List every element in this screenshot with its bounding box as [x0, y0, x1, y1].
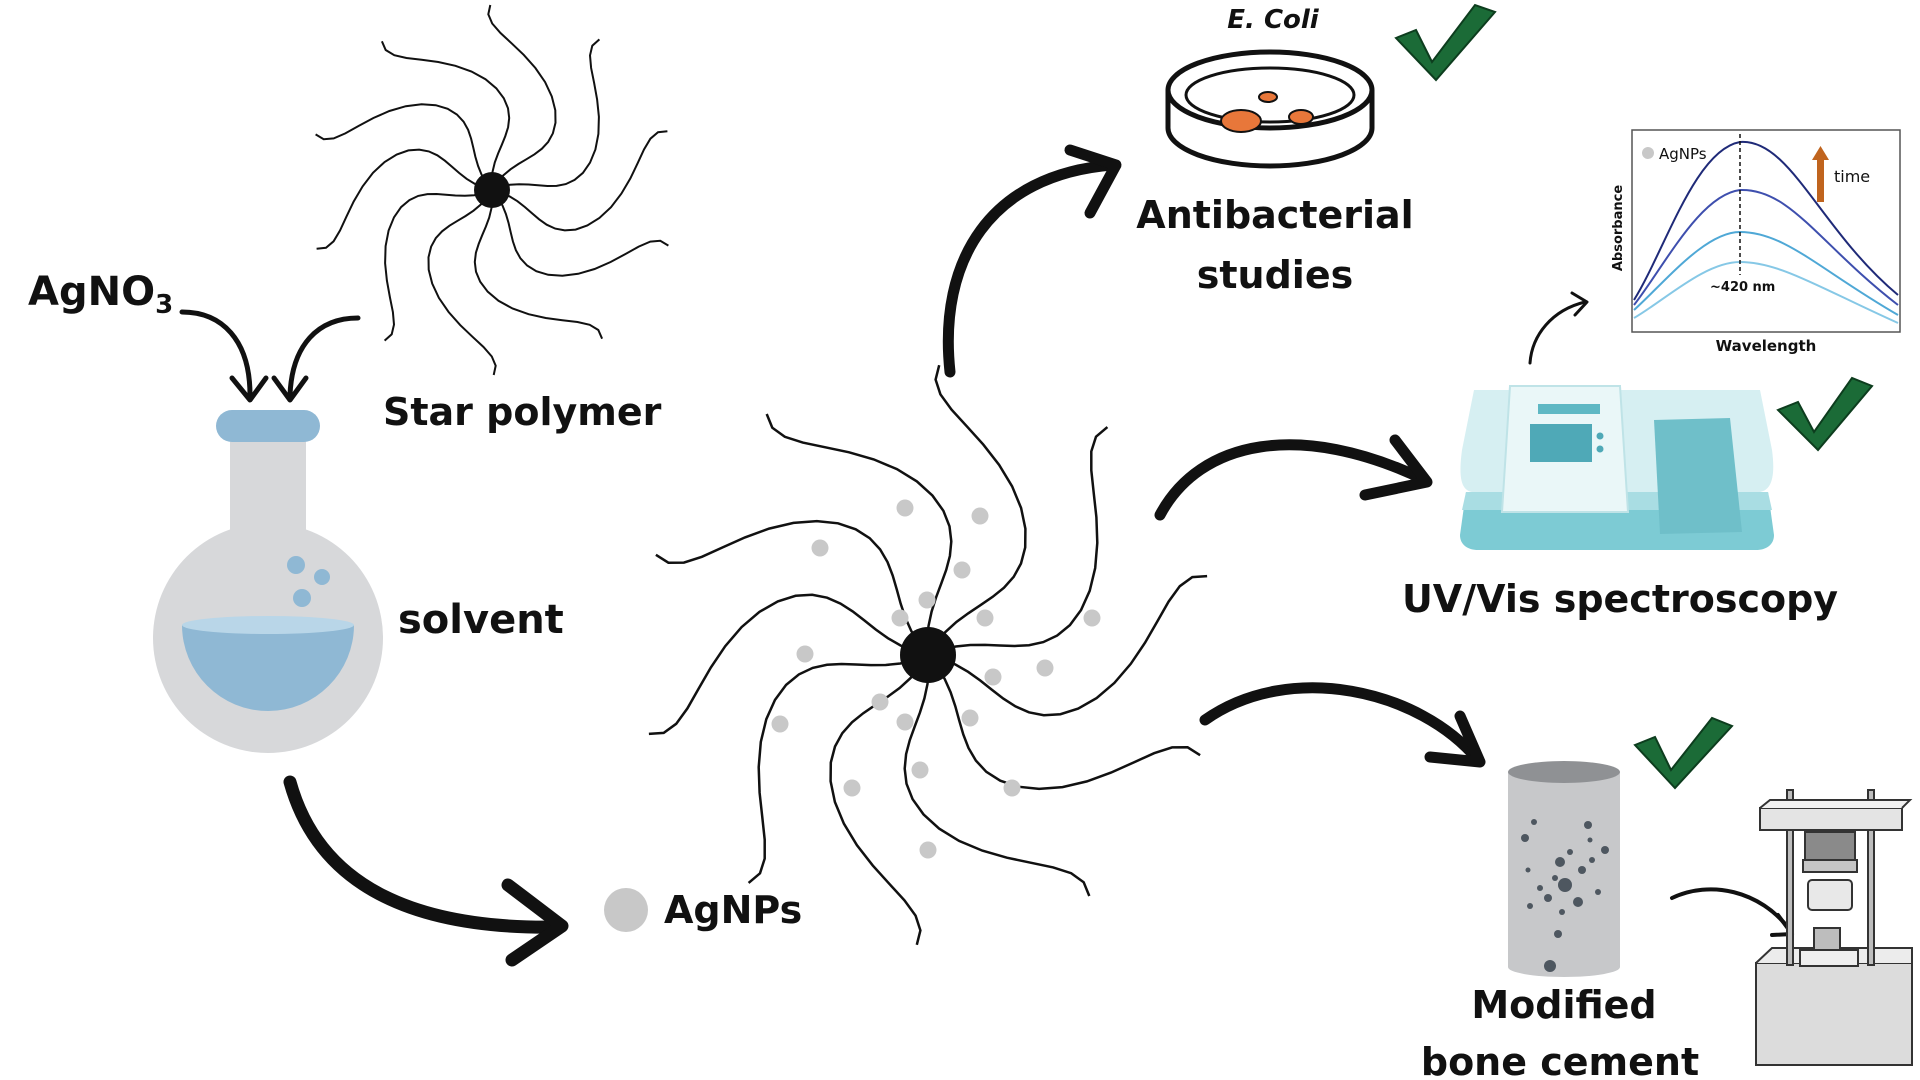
time-arrow-icon [1812, 146, 1829, 202]
agnp-particle [911, 761, 929, 779]
ecoli-label: E. Coli [1227, 5, 1320, 35]
polymer-arrow [271, 315, 361, 403]
agno3-subscript: 3 [155, 290, 173, 320]
agnps-label: AgNPs [664, 888, 802, 932]
check-icon [1633, 716, 1734, 790]
polymer-arm [491, 38, 601, 191]
agnp-particle [976, 609, 994, 627]
to-compression-tester-arrow [1670, 887, 1794, 937]
polymer-arm [648, 593, 929, 736]
polymer-core [474, 172, 510, 208]
agnp-particle [1083, 609, 1101, 627]
to-uvvis-arrow [1154, 434, 1433, 521]
bone-cement-label-line1: Modified [1471, 983, 1656, 1027]
agnp-particles [771, 499, 1101, 859]
agnp-particle [953, 561, 971, 579]
agnp-particle [961, 709, 979, 727]
compression-tester-icon [1755, 789, 1913, 1066]
polymer-arm [427, 189, 497, 376]
polymer-arm [383, 189, 493, 342]
spectrophotometer-icon [1460, 385, 1774, 550]
to-antibacterial-arrow [942, 144, 1122, 378]
star-polymer-icon [315, 4, 669, 376]
to-bone-cement-arrow [1199, 682, 1486, 768]
to-inset-arrow [1528, 291, 1589, 365]
polymer-arm [927, 654, 1201, 791]
star-polymer-agnp-icon [648, 364, 1208, 946]
star-polymer-label: Star polymer [383, 390, 662, 434]
inset-ylabel: Absorbance [1611, 185, 1626, 271]
check-icon [1394, 3, 1497, 82]
agnp-particle [896, 713, 914, 731]
agnp-particle [984, 668, 1002, 686]
agnp-particle [891, 609, 909, 627]
inset-xlabel: Wavelength [1716, 337, 1817, 355]
agnp-dot-icon [604, 888, 648, 932]
agnp-legend-dot [1642, 147, 1654, 159]
agnp-particle [1003, 779, 1021, 797]
agnp-particle [811, 539, 829, 557]
polymer-arm [380, 40, 511, 191]
agnp-particle [918, 591, 936, 609]
petri-dish-icon [1165, 49, 1375, 169]
bone-cement-label-line2: bone cement [1421, 1040, 1699, 1080]
agno3-main: AgNO [28, 269, 155, 315]
inset-peak-label: ~420 nm [1710, 280, 1775, 295]
antibacterial-label-line2: studies [1197, 253, 1353, 297]
uvvis-label: UV/Vis spectroscopy [1402, 577, 1838, 621]
agnp-particle [871, 693, 889, 711]
absorbance-spectrum-inset: AgNPs time ~420 nm Wavelength Absorbance [1611, 129, 1901, 355]
polymer-arm [927, 574, 1208, 717]
polymer-arm [829, 654, 930, 946]
antibacterial-label-line1: Antibacterial [1136, 193, 1413, 237]
polymer-arm [765, 413, 953, 656]
polymer-arm [316, 148, 493, 250]
agnp-particle [919, 841, 937, 859]
bone-cement-cylinder-icon [1508, 761, 1620, 977]
agnp-particle [843, 779, 861, 797]
agnp-particle [971, 507, 989, 525]
agnp-particle [896, 499, 914, 517]
solvent-label: solvent [398, 597, 564, 643]
agnp-particle [771, 715, 789, 733]
polymer-arm [491, 189, 669, 277]
inset-legend: AgNPs [1659, 145, 1707, 163]
polymer-arm [491, 130, 668, 232]
polymer-arm [487, 4, 557, 191]
agno3-label: AgNO3 [28, 269, 173, 320]
agnp-particle [796, 645, 814, 663]
polymer-arm [315, 103, 493, 191]
agnp-particle [1036, 659, 1054, 677]
check-icon [1776, 376, 1874, 452]
inset-time-label: time [1834, 167, 1870, 186]
polymer-arm [903, 654, 1091, 897]
polymer-core [900, 627, 956, 683]
polymer-arm [927, 426, 1109, 657]
polymer-arm [926, 364, 1027, 656]
agno3-arrow [179, 309, 269, 403]
flask-to-agnps-arrow [283, 775, 569, 967]
flask-icon [153, 410, 383, 753]
polymer-arm [747, 653, 929, 884]
polymer-arm [473, 189, 604, 340]
polymer-arm [655, 519, 929, 656]
